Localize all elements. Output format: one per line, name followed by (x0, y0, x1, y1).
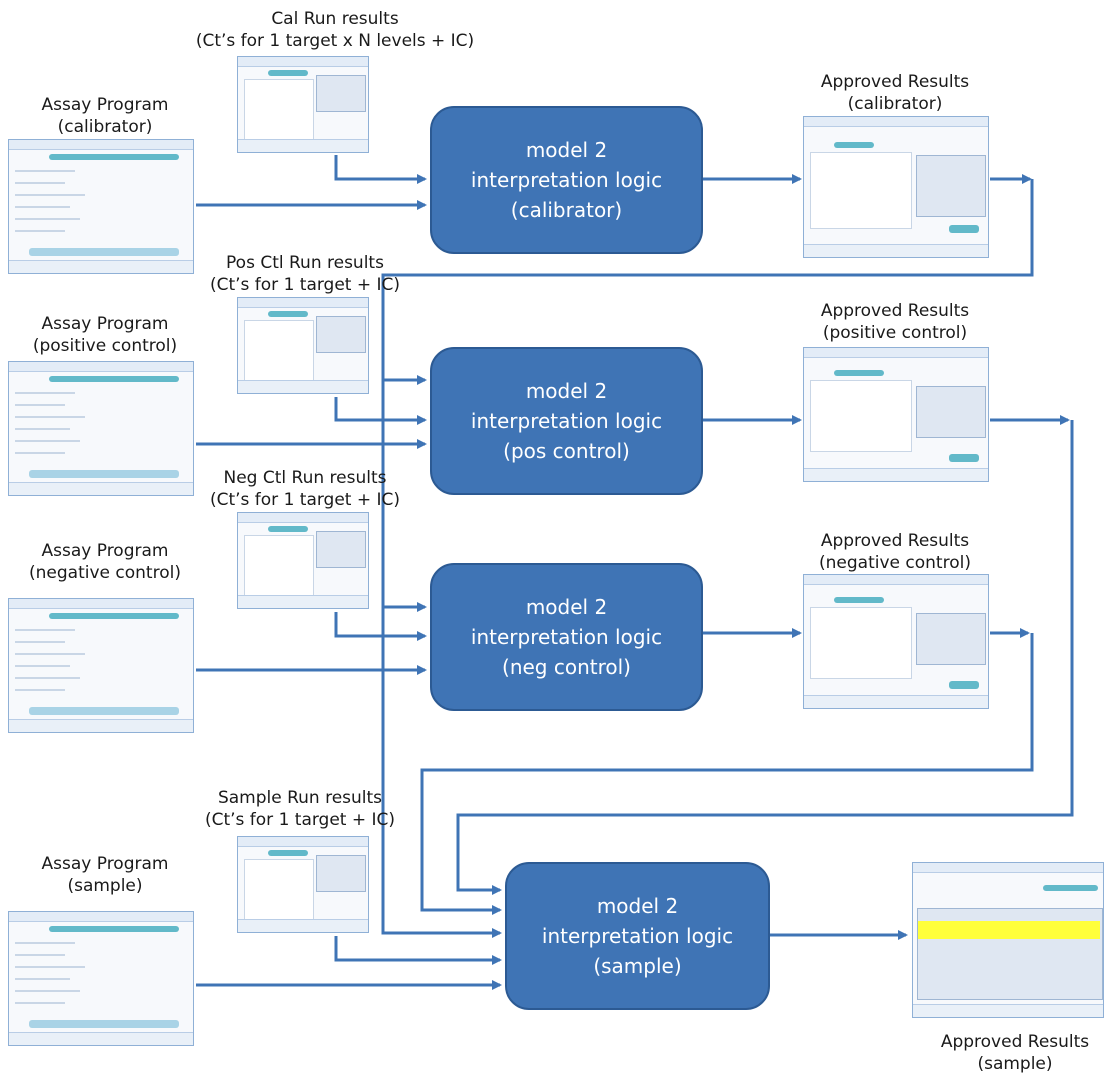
arrow-neg-feedback (420, 633, 1034, 915)
assay-neg-screenshot (8, 598, 194, 733)
assay-neg-label: Assay Program (negative control) (29, 541, 181, 583)
logic-box-sample: model 2 interpretation logic (sample) (505, 862, 770, 1010)
sample-run-label: Sample Run results (Ct’s for 1 target + … (204, 788, 396, 830)
logic-box-pos-control: model 2 interpretation logic (pos contro… (430, 347, 703, 495)
arrow-pos-feedback (456, 420, 1074, 895)
approved-sample-label: Approved Results (sample) (940, 1032, 1090, 1074)
assay-cal-screenshot (8, 139, 194, 274)
approved-neg-label: Approved Results (negative control) (819, 531, 971, 573)
assay-sample-screenshot (8, 911, 194, 1046)
pos-run-screenshot (237, 297, 369, 394)
arrow-negrun-to-logic (334, 612, 427, 641)
sample-run-screenshot (237, 836, 369, 933)
arrow-calrun-to-logic (334, 155, 427, 184)
logic-box-neg-control: model 2 interpretation logic (neg contro… (430, 563, 703, 711)
pos-run-label: Pos Ctl Run results (Ct’s for 1 target +… (209, 253, 401, 295)
approved-pos-label: Approved Results (positive control) (820, 301, 970, 343)
approved-cal-label: Approved Results (calibrator) (820, 72, 970, 114)
logic-box-calibrator: model 2 interpretation logic (calibrator… (430, 106, 703, 254)
arrow-cal-feedback (381, 179, 1034, 938)
cal-run-label: Cal Run results (Ct’s for 1 target x N l… (195, 9, 475, 51)
approved-pos-screenshot (803, 347, 989, 482)
assay-pos-label: Assay Program (positive control) (32, 314, 178, 356)
neg-run-label: Neg Ctl Run results (Ct’s for 1 target +… (209, 468, 401, 510)
arrow-samplerun-to-logic (334, 936, 502, 965)
neg-run-screenshot (237, 512, 369, 609)
assay-pos-screenshot (8, 361, 194, 496)
approved-neg-screenshot (803, 574, 989, 709)
cal-run-screenshot (237, 56, 369, 153)
assay-sample-label: Assay Program (sample) (41, 854, 169, 896)
arrow-posrun-to-logic (334, 397, 427, 425)
assay-cal-label: Assay Program (calibrator) (41, 95, 169, 137)
approved-sample-screenshot (912, 862, 1104, 1018)
approved-cal-screenshot (803, 116, 989, 258)
